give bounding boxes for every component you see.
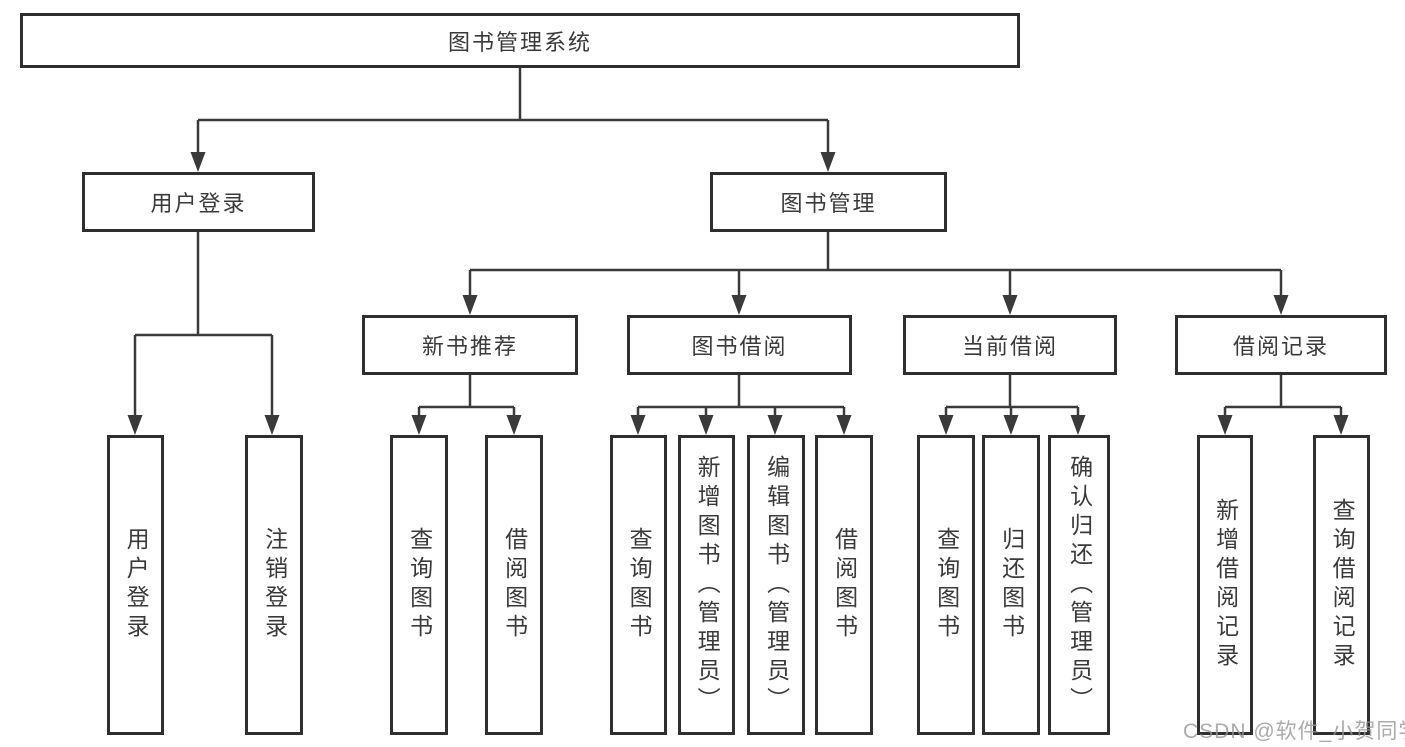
leaf-return-books: 归还图书 xyxy=(982,435,1040,735)
leaf-edit-book-admin: 编辑图书（管理员） xyxy=(747,435,805,735)
edge-current-split xyxy=(944,375,1080,419)
edge-root-split xyxy=(196,68,830,156)
leaf-borrow-books-borrow: 借阅图书 xyxy=(815,435,873,735)
arrowhead xyxy=(1003,415,1019,435)
edge-records-split xyxy=(1223,375,1343,419)
node-borrowing-records: 借阅记录 xyxy=(1175,315,1387,375)
leaf-add-book-admin: 新增图书（管理员） xyxy=(678,435,735,735)
arrowhead xyxy=(698,415,714,435)
edge-user-login-split xyxy=(133,232,274,419)
arrowhead xyxy=(411,415,427,435)
leaf-user-login: 用户登录 xyxy=(107,435,164,735)
leaf-borrow-books-recommend: 借阅图书 xyxy=(485,435,543,735)
node-library-management-system: 图书管理系统 xyxy=(20,13,1020,68)
leaf-query-books-borrow: 查询图书 xyxy=(610,435,667,735)
arrowhead xyxy=(1070,415,1086,435)
leaf-logout: 注销登录 xyxy=(245,435,303,735)
node-user-login: 用户登录 xyxy=(82,172,315,232)
node-book-borrowing: 图书借阅 xyxy=(627,315,852,375)
leaf-query-borrow-record: 查询借阅记录 xyxy=(1313,435,1370,735)
arrowhead xyxy=(820,152,836,172)
arrowhead xyxy=(1002,295,1018,315)
arrowhead xyxy=(264,415,280,435)
edge-recommend-split xyxy=(417,375,516,419)
arrowhead xyxy=(1333,415,1349,435)
leaf-query-books-current: 查询图书 xyxy=(917,435,975,735)
arrowhead xyxy=(190,152,206,172)
leaf-query-books-recommend: 查询图书 xyxy=(390,435,448,735)
arrowhead xyxy=(506,415,522,435)
arrowhead xyxy=(1273,295,1289,315)
arrowhead xyxy=(767,415,783,435)
watermark-text: CSDN @软件_小贺同学 xyxy=(1183,720,1405,743)
arrowhead xyxy=(731,295,747,315)
leaf-confirm-return-admin: 确认归还（管理员） xyxy=(1048,435,1110,735)
edge-borrow-split xyxy=(636,375,846,419)
edge-book-mgmt-split xyxy=(468,232,1283,299)
arrowhead xyxy=(938,415,954,435)
node-current-borrowing: 当前借阅 xyxy=(903,315,1117,375)
node-book-management: 图书管理 xyxy=(710,172,947,232)
arrowhead xyxy=(836,415,852,435)
arrowhead xyxy=(1217,415,1233,435)
arrowhead xyxy=(462,295,478,315)
arrowhead xyxy=(630,415,646,435)
node-new-book-recommendation: 新书推荐 xyxy=(362,315,578,375)
leaf-add-borrow-record: 新增借阅记录 xyxy=(1197,435,1253,735)
arrowhead xyxy=(127,415,143,435)
